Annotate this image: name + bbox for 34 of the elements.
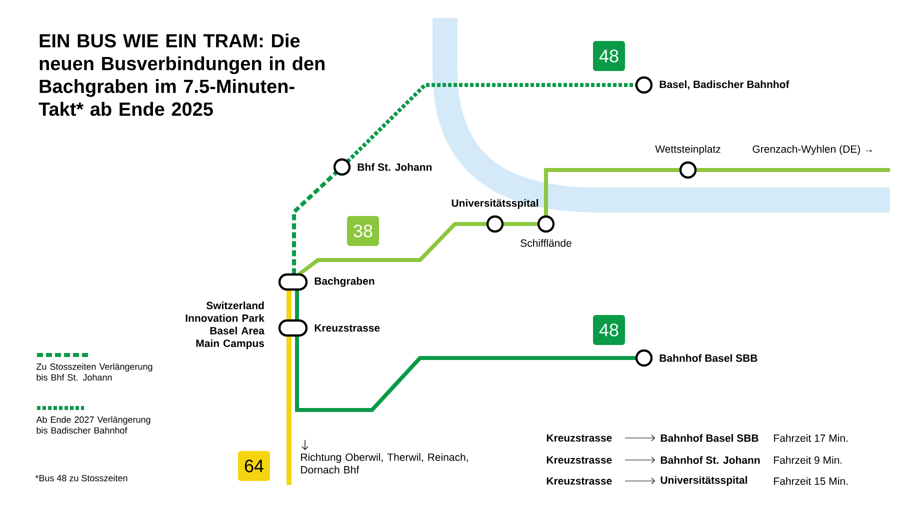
table-cell: Fahrzeit 9 Min. bbox=[774, 456, 842, 464]
node-label: Kreuzstrasse bbox=[314, 324, 380, 332]
table-cell: Fahrzeit 17 Min. bbox=[774, 434, 848, 442]
bus-line bbox=[292, 170, 338, 274]
bus-line bbox=[502, 222, 538, 226]
legend-text: Zu Stosszeiten Verlängerung bis Bhf St. Johann bbox=[36, 363, 152, 381]
table-cell: Bahnhof St. Johann bbox=[660, 456, 760, 464]
table-cell: Universitätsspital bbox=[660, 476, 747, 486]
line-badge: 48 bbox=[593, 41, 625, 71]
interchange-stop: Bachgraben bbox=[278, 273, 374, 291]
footnote: *Bus 48 zu Stosszeiten bbox=[35, 474, 128, 482]
bus-line bbox=[286, 336, 292, 485]
bus-line bbox=[696, 168, 890, 172]
line-badge: 38 bbox=[347, 216, 379, 246]
legend-text: Ab Ende 2027 Verlängerung bis Badischer Bahnhof bbox=[36, 416, 150, 434]
table-cell: Kreuzstrasse bbox=[546, 456, 612, 464]
bus-line bbox=[544, 168, 680, 216]
title: EIN BUS WIE EIN TRAM: Die neuen Busverbindungen in den Bachgraben im 7.5-Minuten-Takt* ab Ende 2025 bbox=[38, 34, 324, 116]
line-badge: 48 bbox=[593, 315, 625, 345]
node-label: Bachgraben bbox=[314, 277, 374, 287]
bus-line bbox=[346, 83, 636, 163]
stop-caption: Switzerland Innovation Park Basel Area Main Campus bbox=[186, 302, 265, 350]
table-cell: Kreuzstrasse bbox=[546, 434, 612, 442]
interchange-stop: Kreuzstrasse bbox=[278, 319, 380, 337]
bus-line bbox=[298, 222, 488, 276]
bus-line bbox=[295, 290, 299, 320]
direction-label: Richtung Oberwil, Therwil, Reinach, Dornach Bhf bbox=[301, 453, 468, 474]
table-cell: Fahrzeit 15 Min. bbox=[774, 477, 848, 485]
destination-label: Grenzach-Wyhlen (DE) → bbox=[752, 145, 872, 155]
bus-line bbox=[295, 336, 636, 412]
table-cell: Bahnhof Basel SBB bbox=[660, 434, 758, 442]
table-cell: Kreuzstrasse bbox=[546, 477, 612, 485]
bus-line bbox=[286, 290, 292, 320]
line-badge: 64 bbox=[238, 451, 270, 481]
